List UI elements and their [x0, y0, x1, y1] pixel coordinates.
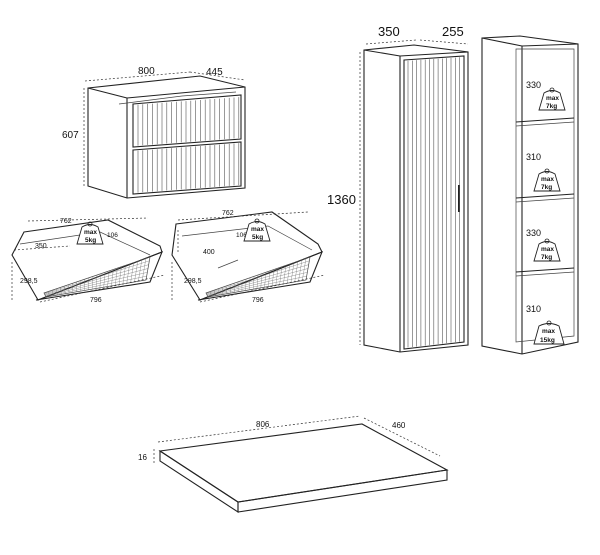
shelf-2-max-load: 7kg: [541, 184, 552, 191]
drawer-top-detail: 762 350 298,5 796 106 max 5kg: [12, 218, 165, 304]
open-shelf-unit: 330 310 330 310 max 7kg max 7kg max 7kg …: [482, 36, 578, 354]
drawer-top-inner-depth: 350: [35, 243, 47, 250]
tall-depth-dim: [420, 40, 468, 44]
countertop-thickness-label: 16: [138, 453, 147, 462]
vanity-width-label: 800: [138, 66, 155, 77]
countertop-width-label: 806: [256, 420, 270, 429]
drawer-bottom-inner-depth: 400: [203, 249, 215, 256]
drawer-top-front-width-dim: [40, 275, 165, 302]
shelf-board-line: [516, 118, 574, 122]
drawer-bottom-detail: 762 400 298,5 796 106 max 5kg: [172, 210, 325, 304]
shelf-unit-top-side: [482, 38, 522, 46]
shelf-3-max-label: max: [541, 246, 554, 253]
shelf-4-max-load: 15kg: [540, 337, 555, 344]
shelf-1-max-label: max: [546, 95, 559, 102]
tall-width-dim: [366, 40, 416, 44]
vanity-top-edge: [88, 88, 127, 98]
shelf-board-line: [516, 198, 574, 202]
tall-height-label: 1360: [327, 192, 356, 207]
drawer-top-inner-width: 762: [60, 218, 72, 225]
countertop-top-face: [160, 424, 447, 502]
vanity-drawer-front-lower: [133, 142, 241, 194]
mesh-line: [206, 261, 309, 294]
shelf-gap-3-height: 330: [526, 228, 541, 238]
drawer-top-side-height: 106: [107, 232, 118, 239]
tall-depth-label: 255: [442, 24, 464, 39]
mesh-line: [46, 276, 147, 296]
shelf-board-line: [516, 122, 574, 126]
vanity-depth-label: 445: [206, 67, 223, 78]
tall-body-outline: [364, 45, 468, 352]
tall-top-side-edge: [364, 50, 400, 56]
drawer-bottom-max-label: max: [251, 226, 264, 233]
drawer-bottom-front-width: 796: [252, 297, 264, 304]
shelf-gap-1-height: 330: [526, 80, 541, 90]
shelf-unit-top-front: [522, 44, 578, 46]
shelf-board-line: [516, 268, 574, 272]
vanity-fluted-pattern: [138, 97, 239, 192]
shelf-board-line: [516, 272, 574, 276]
tall-width-label: 350: [378, 24, 400, 39]
drawer-top-max-label: max: [84, 229, 97, 236]
countertop-left-edge: [160, 451, 238, 512]
vanity-height-label: 607: [62, 130, 79, 141]
drawer-top-front-width: 796: [90, 297, 102, 304]
countertop-depth-label: 460: [392, 421, 406, 430]
mesh-line: [45, 269, 148, 296]
mesh-line: [208, 276, 307, 296]
drawer-bottom-inner-width: 762: [222, 210, 234, 217]
mesh-line: [207, 272, 307, 295]
mesh-line: [207, 269, 308, 296]
drawer-bottom-front-height: 298,5: [184, 278, 202, 285]
shelf-4-max-label: max: [542, 328, 555, 335]
drawer-bottom-handle: [218, 260, 238, 268]
tall-cabinet: 350 255 1360: [327, 24, 468, 352]
shelf-2-max-label: max: [541, 176, 554, 183]
tall-top-front-edge: [400, 52, 468, 56]
mesh-line: [44, 261, 149, 294]
countertop: 806 460 16: [138, 416, 447, 512]
drawer-top-front-height: 298,5: [20, 278, 38, 285]
drawer-top-max-load: 5kg: [85, 237, 96, 244]
shelf-board-line: [516, 194, 574, 198]
drawer-bottom-max-load: 5kg: [252, 234, 263, 241]
tall-fluted-pattern: [408, 57, 460, 347]
drawer-bottom-box: [172, 212, 322, 300]
vanity-cabinet: 800 445 607: [62, 66, 245, 198]
shelf-gap-4-height: 310: [526, 304, 541, 314]
shelf-3-max-load: 7kg: [541, 254, 552, 261]
countertop-front-edge: [238, 470, 447, 512]
drawer-top-width-dim: [28, 218, 148, 221]
shelf-gap-2-height: 310: [526, 152, 541, 162]
shelf-1-max-load: 7kg: [546, 103, 557, 110]
mesh-line: [45, 272, 147, 295]
vanity-drawer-front-upper: [133, 95, 241, 147]
